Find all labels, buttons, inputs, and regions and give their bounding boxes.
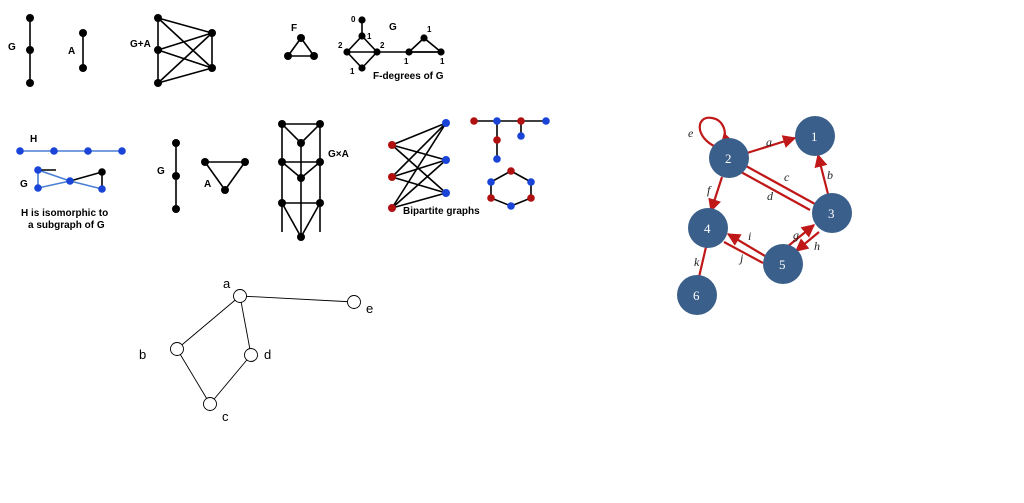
bipartite-caption: Bipartite graphs	[403, 206, 480, 217]
node-d	[244, 348, 258, 362]
f-degrees-caption: F-degrees of G	[373, 71, 444, 82]
graph-label-a: A	[68, 46, 75, 57]
edge-j	[723, 241, 764, 264]
node-label-1: 1	[811, 129, 818, 144]
vertex	[208, 64, 216, 72]
node-label-5: 5	[779, 257, 786, 272]
graph-label-g-times-a: G×A	[328, 149, 349, 160]
node-label-2: 2	[725, 151, 732, 166]
node-3	[812, 193, 852, 233]
node-e	[347, 295, 361, 309]
vertex	[79, 64, 87, 72]
node-b	[170, 342, 184, 356]
graph-label-g: G	[157, 166, 165, 177]
graph-label-a: A	[204, 179, 211, 190]
degree-label: 1	[427, 25, 432, 34]
node-label-d: d	[264, 347, 271, 362]
node-label-4: 4	[704, 221, 711, 236]
graph-label-g-plus-a: G+A	[130, 39, 151, 50]
node-label-a: a	[223, 276, 231, 291]
edge-h	[794, 231, 820, 252]
node-label-c: c	[222, 409, 229, 424]
vertex	[284, 52, 292, 60]
path-graph-g: G	[8, 14, 34, 87]
degree-label: 1	[350, 67, 355, 76]
directed-multigraph: 1 2 3 4 5 6 a b c d e f g h i j k	[677, 116, 852, 315]
path-graph-g-row2: G	[157, 139, 180, 213]
product-graph-g-times-a: G×A	[278, 120, 349, 241]
edge-label-c: c	[784, 170, 790, 184]
node-label-6: 6	[693, 288, 700, 303]
vertex	[208, 29, 216, 37]
node-5	[763, 244, 803, 284]
edge-label-b: b	[827, 168, 833, 182]
degree-label: 1	[367, 32, 372, 41]
edge-label-j: j	[738, 251, 744, 265]
vertex	[154, 79, 162, 87]
edge-k	[697, 246, 708, 278]
join-graph-g-plus-a: G+A	[130, 14, 216, 87]
node-label-e: e	[366, 301, 373, 316]
edge-label-h: h	[814, 239, 820, 253]
node-a	[233, 289, 247, 303]
edge-c	[745, 165, 816, 205]
graph-label-f: F	[291, 23, 297, 34]
node-2	[709, 138, 749, 178]
degree-label: 1	[440, 57, 445, 66]
degree-label: 2	[380, 41, 385, 50]
edge-label-a: a	[766, 135, 772, 149]
node-6	[677, 275, 717, 315]
edge-label-e: e	[688, 126, 694, 140]
vertex	[79, 29, 87, 37]
vertex	[26, 46, 34, 54]
bipartite-graphs-figure: Bipartite graphs	[388, 117, 550, 217]
edge-label-i: i	[748, 229, 751, 243]
triangle-graph-f: F	[284, 23, 318, 60]
edge-b	[814, 153, 830, 195]
edge-label-k: k	[694, 255, 700, 269]
triangle-graph-a: A	[201, 158, 249, 194]
vertex	[26, 14, 34, 22]
f-degrees-graph: 0 1 2 1 2 1 1 1 G F-degrees of G	[338, 15, 445, 82]
vertex	[297, 34, 305, 42]
vertex	[26, 79, 34, 87]
degree-label: 1	[404, 57, 409, 66]
isomorphic-caption-line2: a subgraph of G	[28, 220, 105, 231]
isomorphic-caption-line1: H is isomorphic to	[21, 208, 108, 219]
degree-label: 2	[338, 41, 343, 50]
edge-label-g: g	[793, 228, 799, 242]
undirected-graph: a b c d e	[139, 276, 373, 424]
edge-f	[708, 176, 724, 213]
edge-graph-a: A	[68, 29, 87, 72]
graph-label-g: G	[20, 179, 28, 190]
edge-d	[740, 171, 811, 211]
graph-label-g: G	[389, 22, 397, 33]
edge-a	[746, 135, 797, 155]
vertex	[154, 46, 162, 54]
edge-label-d: d	[767, 189, 774, 203]
node-label-3: 3	[828, 206, 835, 221]
node-c	[203, 397, 217, 411]
graph-label-g: G	[8, 42, 16, 53]
node-4	[688, 208, 728, 248]
node-1	[795, 116, 835, 156]
isomorphic-subgraph-figure: H G H is isomorphic to a subgraph of G	[16, 134, 126, 231]
degree-label: 0	[351, 15, 356, 24]
vertex	[154, 14, 162, 22]
edge-g	[786, 224, 816, 248]
node-label-b: b	[139, 347, 146, 362]
edge-e-loop	[698, 116, 734, 149]
graph-label-h: H	[30, 134, 37, 145]
edge-label-f: f	[707, 183, 712, 197]
vertex	[310, 52, 318, 60]
edge-i	[726, 233, 766, 257]
